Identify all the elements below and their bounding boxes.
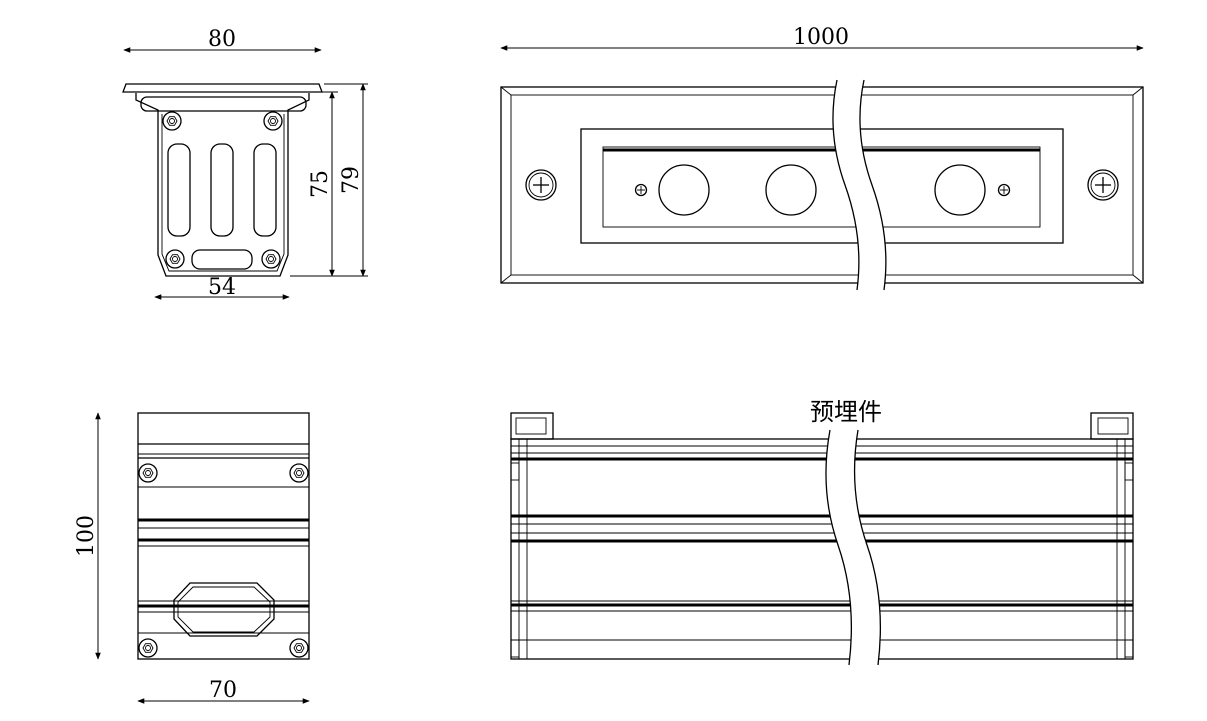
vent-slot: [253, 143, 277, 237]
end-view: 80 54 75 79: [122, 27, 368, 300]
small-screw: [997, 183, 1011, 197]
dim-height-inner: 75: [308, 170, 333, 198]
end-profile: [135, 93, 310, 277]
top-view: 1000: [500, 25, 1144, 291]
outer-frame: [500, 86, 1144, 284]
side-view: 100 70: [74, 412, 310, 704]
embedded-part-label: 预埋件: [810, 398, 882, 426]
dim-height-outer: 79: [339, 166, 364, 194]
front-body: [510, 438, 1134, 660]
led-lens: [658, 164, 710, 216]
break-gap: [832, 80, 886, 290]
break-gap: [825, 430, 881, 665]
top-slot: [140, 96, 307, 112]
led-lens: [934, 164, 986, 216]
vent-slot: [167, 143, 191, 237]
cable-gland: [173, 582, 275, 637]
front-view: 预埋件: [510, 396, 1134, 666]
dim-side-width: 70: [209, 678, 237, 703]
dim-length: 1000: [793, 25, 849, 50]
bottom-slot: [191, 249, 253, 270]
flange-lip: [122, 83, 323, 93]
mounting-screw: [1087, 169, 1119, 201]
vent-slot: [210, 143, 234, 237]
side-body: [137, 412, 310, 660]
led-lens: [765, 164, 817, 216]
dim-side-height: 100: [74, 515, 99, 557]
dim-base-width: 54: [208, 275, 236, 300]
small-screw: [634, 183, 648, 197]
dim-top-width: 80: [208, 27, 236, 52]
mounting-screw: [525, 169, 557, 201]
lens-window: [580, 128, 1064, 244]
